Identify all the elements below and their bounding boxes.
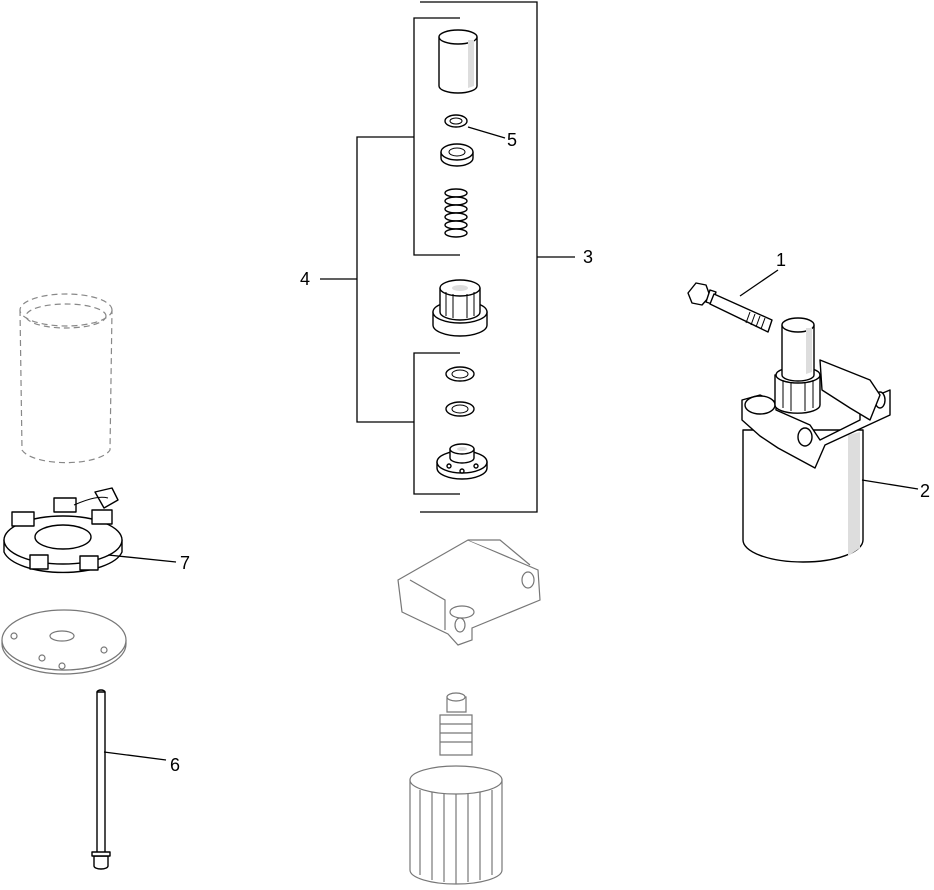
callout-5: 5 xyxy=(507,130,517,150)
frame-housing-ghost xyxy=(19,293,113,464)
drive-sleeve xyxy=(438,29,478,94)
callout-3: 3 xyxy=(583,247,593,267)
callout-4: 4 xyxy=(300,269,310,289)
snap-ring xyxy=(444,114,468,128)
callout-7: 7 xyxy=(180,553,190,573)
starter-motor-assembly xyxy=(741,317,891,563)
commutator-end-plate-ghost xyxy=(1,609,127,675)
callout-1: 1 xyxy=(776,250,786,270)
mounting-bolt xyxy=(687,282,773,333)
drive-end-bracket-ghost xyxy=(397,539,541,646)
leader-5 xyxy=(467,126,506,139)
through-bolt xyxy=(91,689,111,870)
leader-7 xyxy=(107,554,177,563)
bracket-item-4 xyxy=(320,17,460,495)
pinion-gear xyxy=(432,279,488,337)
callout-2: 2 xyxy=(920,481,930,501)
leader-1 xyxy=(739,269,779,297)
armature-ghost xyxy=(409,692,503,885)
thrust-washer-lower xyxy=(445,401,475,417)
brush-holder xyxy=(3,487,123,574)
callout-6: 6 xyxy=(170,755,180,775)
drive-flange xyxy=(436,443,488,480)
leader-2 xyxy=(861,479,919,490)
leader-6 xyxy=(103,751,167,761)
thrust-washer-upper xyxy=(445,366,475,382)
drive-spring xyxy=(444,188,468,238)
bracket-item-3 xyxy=(420,1,575,513)
spacer-collar xyxy=(440,143,474,167)
